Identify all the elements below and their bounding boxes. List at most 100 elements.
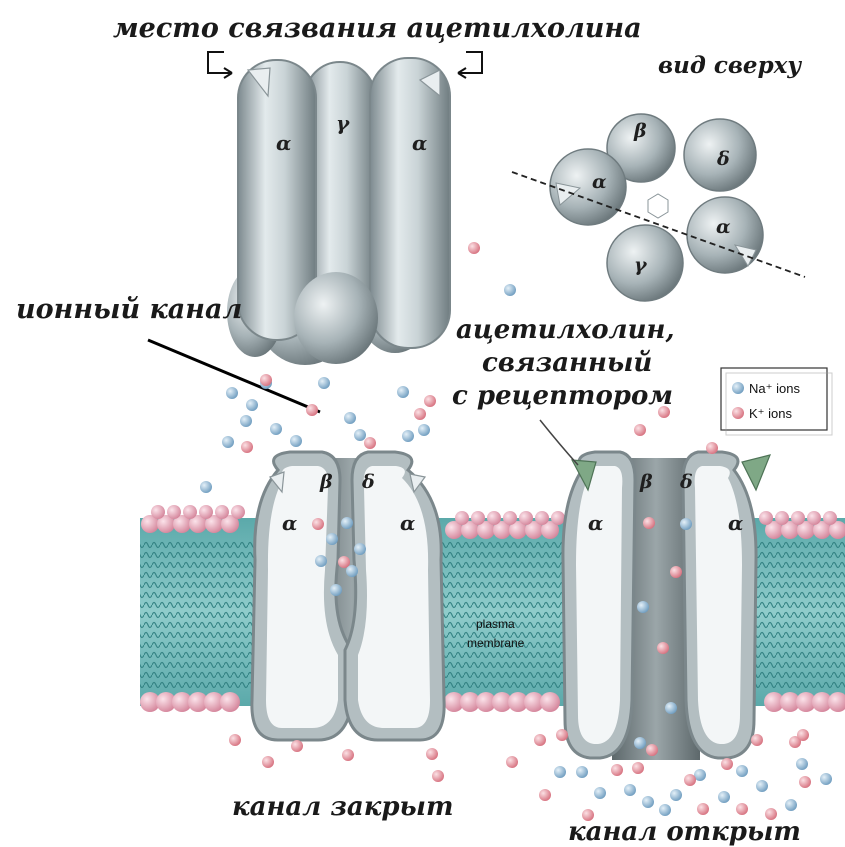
lipid-head <box>535 511 549 525</box>
k-ion <box>342 749 354 761</box>
na-ions-label: Na⁺ ions <box>749 381 800 396</box>
k-ion <box>424 395 436 407</box>
lipid-head <box>487 511 501 525</box>
na-ion <box>397 386 409 398</box>
na-ion <box>576 766 588 778</box>
open-beta: β <box>639 471 653 493</box>
na-ion <box>222 436 234 448</box>
k-ions-label: K⁺ ions <box>749 406 792 421</box>
lipid-head <box>220 692 240 712</box>
k-ion <box>684 774 696 786</box>
k-ion <box>643 517 655 529</box>
closed-channel: α β δ α <box>252 452 444 740</box>
k-ion <box>556 729 568 741</box>
na-ion-swatch <box>732 382 744 394</box>
k-ion <box>364 437 376 449</box>
subunit-alpha-right: α <box>412 131 427 155</box>
closed-delta: δ <box>361 471 375 493</box>
na-ion <box>554 766 566 778</box>
lipid-head <box>183 505 197 519</box>
acetylcholine-bound-right <box>742 455 770 490</box>
na-ion <box>820 773 832 785</box>
topview-delta: δ <box>716 148 730 170</box>
k-ion <box>414 408 426 420</box>
membrane-label-line1: plasma <box>476 617 515 631</box>
bound-label-line1: ацетилхолин, <box>456 315 675 345</box>
na-ion <box>504 284 516 296</box>
closed-beta: β <box>319 471 333 493</box>
lipid-head <box>503 511 517 525</box>
receptor-side-view: α γ α <box>227 58 450 365</box>
open-alpha-left: α <box>588 511 603 535</box>
lipid-head <box>455 511 469 525</box>
top-view-label: вид сверху <box>658 52 802 79</box>
k-ion <box>646 744 658 756</box>
k-ion <box>262 756 274 768</box>
na-ion <box>346 565 358 577</box>
na-ion <box>354 543 366 555</box>
na-ion <box>659 804 671 816</box>
topview-beta: β <box>633 120 647 142</box>
na-ion <box>330 584 342 596</box>
lipid-head <box>215 505 229 519</box>
k-ion-swatch <box>732 407 744 419</box>
k-ion <box>426 748 438 760</box>
binding-site-label: место связвания ацетилхолина <box>113 13 642 44</box>
na-ion <box>270 423 282 435</box>
lipid-head <box>823 511 837 525</box>
na-ion <box>665 702 677 714</box>
na-ion <box>594 787 606 799</box>
na-ion <box>326 533 338 545</box>
closed-alpha-right: α <box>400 511 415 535</box>
k-ion <box>534 734 546 746</box>
k-ion <box>229 734 241 746</box>
na-ion <box>240 415 252 427</box>
membrane-label-line2: membrane <box>467 636 525 650</box>
receptor-top-view: β δ α α γ <box>512 114 805 301</box>
k-ion <box>634 424 646 436</box>
k-ion <box>670 566 682 578</box>
k-ion <box>736 803 748 815</box>
k-ion <box>697 803 709 815</box>
lipid-head <box>199 505 213 519</box>
k-ion <box>632 762 644 774</box>
na-ion <box>642 796 654 808</box>
na-ion <box>200 481 212 493</box>
na-ion <box>624 784 636 796</box>
lipid-head <box>791 511 805 525</box>
k-ion <box>291 740 303 752</box>
open-delta: δ <box>679 471 693 493</box>
na-ion <box>418 424 430 436</box>
lipid-head <box>519 511 533 525</box>
bound-label-line3: с рецептором <box>452 381 673 411</box>
na-ion <box>637 601 649 613</box>
k-ion <box>706 442 718 454</box>
k-ion <box>539 789 551 801</box>
k-ion <box>260 374 272 386</box>
topview-gamma: γ <box>634 254 648 276</box>
closed-alpha-left: α <box>282 511 297 535</box>
na-ion <box>634 737 646 749</box>
subunit-alpha-left: α <box>276 131 291 155</box>
k-ion <box>657 642 669 654</box>
na-ion <box>246 399 258 411</box>
closed-channel-label: канал закрыт <box>232 792 454 822</box>
bound-pointer-line <box>540 420 578 465</box>
topview-alpha-left: α <box>592 171 607 193</box>
na-ion <box>354 429 366 441</box>
k-ion <box>611 764 623 776</box>
na-ion <box>341 517 353 529</box>
k-ion <box>751 734 763 746</box>
ion-legend: Na⁺ ions K⁺ ions <box>721 368 832 435</box>
na-ion <box>718 791 730 803</box>
ion-channel-label: ионный канал <box>16 294 242 325</box>
open-channel-label: канал открыт <box>568 817 801 847</box>
bound-label-line2: связанный <box>482 348 652 378</box>
na-ion <box>290 435 302 447</box>
k-ion <box>306 404 318 416</box>
lipid-head <box>167 505 181 519</box>
topview-alpha-right: α <box>716 216 731 238</box>
lipid-head <box>231 505 245 519</box>
lipid-head <box>551 511 565 525</box>
